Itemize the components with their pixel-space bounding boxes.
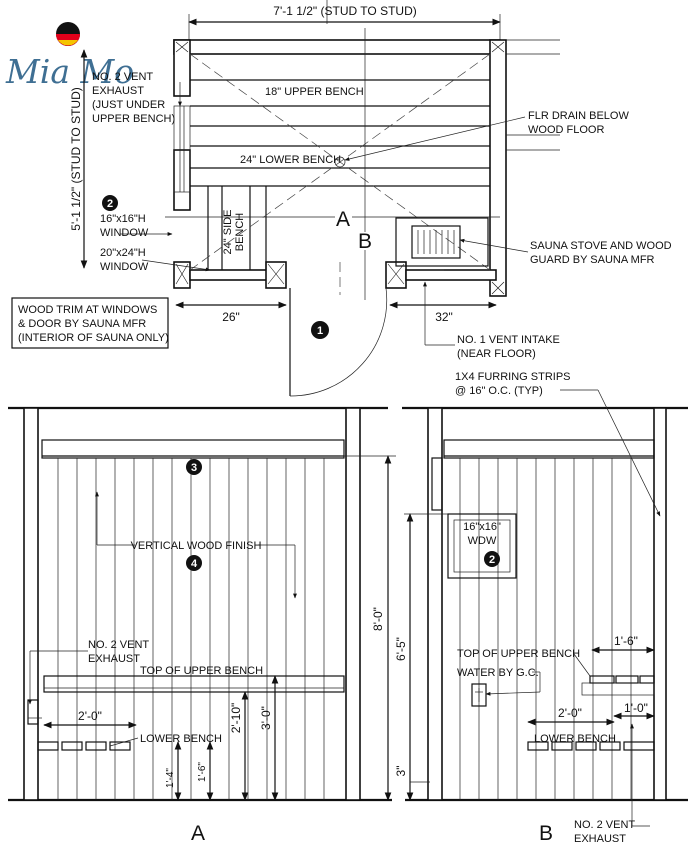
b-top-upper-label: TOP OF UPPER BENCH [457,648,580,660]
a-dim-1-4: 1'-4" [165,768,176,788]
a-top-upper-label: TOP OF UPPER BENCH [140,665,263,677]
svg-text:NO. 1 VENT INTAKE: NO. 1 VENT INTAKE [457,334,560,346]
callout-1: 1 [317,325,323,337]
stove-note: SAUNA STOVE AND WOOD GUARD BY SAUNA MFR [530,240,672,266]
svg-text:WDW: WDW [468,535,497,547]
elevation-b-title: B [539,822,553,845]
upper-bench-label: 18" UPPER BENCH [265,86,364,98]
a-vent-note: NO. 2 VENT EXHAUST [88,639,149,665]
svg-text:@ 16" O.C. (TYP): @ 16" O.C. (TYP) [455,385,543,397]
svg-text:16"x16"H: 16"x16"H [100,213,146,225]
svg-text:(JUST UNDER: (JUST UNDER [92,99,165,111]
svg-text:BENCH: BENCH [234,213,246,252]
elevation-b: 16"x16" WDW 2 6'-5" 3" 1'-6" 2'-0" 1'-0" [394,371,688,845]
flr-drain-note: FLR DRAIN BELOW WOOD FLOOR [528,110,629,136]
svg-text:1X4 FURRING STRIPS: 1X4 FURRING STRIPS [455,371,571,383]
callout-4-icon [186,555,202,571]
svg-text:NO. 2 VENT: NO. 2 VENT [88,639,149,651]
svg-text:WOOD FLOOR: WOOD FLOOR [528,124,604,136]
window-16-note: 16"x16"H WINDOW [100,213,149,239]
a-dim-1-6: 1'-6" [197,762,208,782]
b-dim-2-0: 2'-0" [558,706,582,720]
b-vent-note: NO. 2 VENT EXHAUST [574,819,635,845]
plan-section-b: B [358,230,372,253]
a-dim-2-0: 2'-0" [78,709,102,723]
svg-text:NO. 2 VENT: NO. 2 VENT [92,71,153,83]
svg-text:EXHAUST: EXHAUST [88,653,140,665]
svg-text:(INTERIOR OF SAUNA ONLY): (INTERIOR OF SAUNA ONLY) [18,332,169,344]
svg-text:EXHAUST: EXHAUST [92,85,144,97]
b-dim-3: 3" [394,766,408,777]
a-dim-2-10: 2'-10" [229,703,243,734]
b-lower-bench-label: LOWER BENCH [534,733,616,745]
b-window-label: 16"x16" WDW [463,521,501,547]
b-water-label: WATER BY G.C. [457,667,539,679]
svg-text:20"x24"H: 20"x24"H [100,247,146,259]
callout-4: 4 [191,558,198,570]
callout-1-icon [311,321,329,339]
callout-3-icon [186,459,202,475]
svg-text:EXHAUST: EXHAUST [574,833,626,845]
b-window-frame [447,513,517,579]
plan-side-dim: 5'-1 1/2" (STUD TO STUD) [69,87,83,230]
svg-text:24" SIDE: 24" SIDE [222,210,234,255]
side-bench-label: 24" SIDE BENCH [222,210,246,255]
svg-text:SAUNA STOVE AND WOOD: SAUNA STOVE AND WOOD [530,240,672,252]
a-dim-3-0: 3'-0" [259,706,273,730]
window-20-note: 20"x24"H WINDOW [100,247,149,273]
svg-text:UPPER BENCH): UPPER BENCH) [92,113,175,125]
logo: Mia Mo [5,22,134,91]
trim-note: WOOD TRIM AT WINDOWS & DOOR BY SAUNA MFR… [18,304,169,344]
trim-note-box [11,297,169,349]
vent-intake-note: NO. 1 VENT INTAKE (NEAR FLOOR) [457,334,560,360]
svg-text:FLR DRAIN BELOW: FLR DRAIN BELOW [528,110,629,122]
svg-text:2: 2 [489,554,495,566]
b-callout-2-icon [484,551,500,567]
svg-text:GUARD BY SAUNA MFR: GUARD BY SAUNA MFR [530,254,655,266]
svg-text:WOOD TRIM AT WINDOWS: WOOD TRIM AT WINDOWS [18,304,157,316]
elevation-a-title: A [191,822,205,845]
a-dim-8-0: 8'-0" [371,607,385,631]
a-lower-bench-label: LOWER BENCH [140,733,222,745]
b-dim-1-0: 1'-0" [624,701,648,715]
plan-section-a: A [336,208,350,231]
callout-2-icon [102,195,118,211]
svg-text:NO. 2 VENT: NO. 2 VENT [574,819,635,831]
svg-text:& DOOR BY SAUNA MFR: & DOOR BY SAUNA MFR [18,318,146,330]
a-finish-label: VERTICAL WOOD FINISH [131,540,262,552]
svg-text:16"x16": 16"x16" [463,521,501,533]
b-dim-6-5: 6'-5" [394,637,408,661]
b-dim-1-6: 1'-6" [614,634,638,648]
b-furring-note: 1X4 FURRING STRIPS @ 16" O.C. (TYP) [455,371,571,397]
lower-bench-label: 24" LOWER BENCH [240,154,341,166]
callout-2: 2 [107,198,113,210]
plan-dim-32: 32" [435,310,453,324]
svg-text:WINDOW: WINDOW [100,261,149,273]
logo-text: Mia Mo [5,52,134,91]
callout-3: 3 [191,462,197,474]
svg-text:(NEAR FLOOR): (NEAR FLOOR) [457,348,536,360]
plan-top-dim: 7'-1 1/2" (STUD TO STUD) [273,4,416,18]
svg-text:WINDOW: WINDOW [100,227,149,239]
elevation-a: 8'-0" 3'-0" 2'-10" 2'-0" 1'-4" 1'-6" VER… [8,406,396,845]
vent-exhaust-note: NO. 2 VENT EXHAUST (JUST UNDER UPPER BEN… [92,71,175,125]
floor-plan: 7'-1 1/2" (STUD TO STUD) 5'-1 1/2" (STUD… [11,0,672,397]
plan-dim-26: 26" [222,310,240,324]
